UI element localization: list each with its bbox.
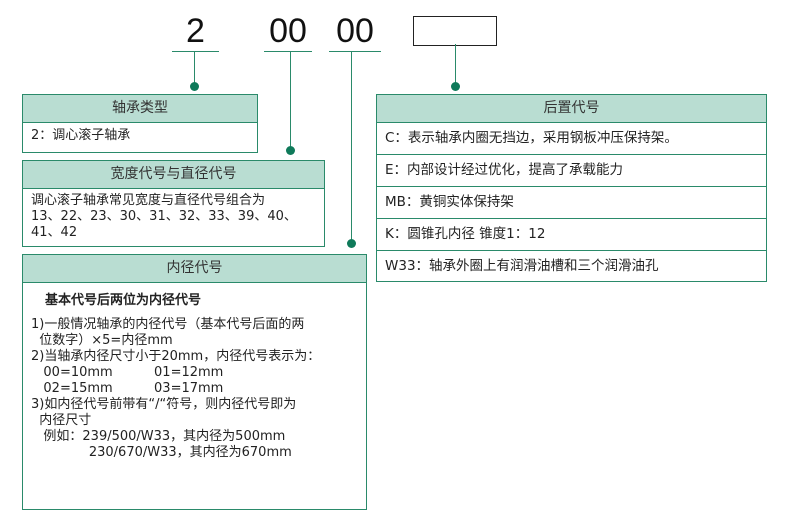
connector-dot bbox=[451, 82, 460, 91]
underline bbox=[329, 51, 381, 52]
width-diameter-box: 宽度代号与直径代号 调心滚子轴承常见宽度与直径代号组合为 13、22、23、30… bbox=[22, 160, 325, 247]
connector-line bbox=[290, 51, 291, 150]
suffix-placeholder-box bbox=[413, 16, 497, 46]
box-text: 2：调心滚子轴承 bbox=[31, 128, 131, 143]
suffix-row: MB：黄铜实体保持架 bbox=[377, 186, 766, 218]
box-subtitle: 基本代号后两位为内径代号 bbox=[45, 293, 202, 308]
connector-dot bbox=[190, 82, 199, 91]
box-line: 00=10mm 01=12mm bbox=[31, 365, 224, 380]
underline bbox=[264, 51, 312, 52]
suffix-code-box: 后置代号 C：表示轴承内圈无挡边，采用钢板冲压保持架。 E：内部设计经过优化，提… bbox=[376, 94, 767, 282]
bore-code-box: 内径代号 基本代号后两位为内径代号 1)一般情况轴承的内径代号（基本代号后面的两… bbox=[22, 254, 367, 510]
box-title: 宽度代号与直径代号 bbox=[23, 161, 324, 189]
type-code: 2 bbox=[186, 12, 205, 50]
box-line: 41、42 bbox=[31, 225, 78, 240]
connector-line bbox=[351, 51, 352, 243]
box-title: 后置代号 bbox=[377, 95, 766, 123]
box-title: 轴承类型 bbox=[23, 95, 257, 123]
connector-line bbox=[194, 51, 195, 86]
box-line: 1)一般情况轴承的内径代号（基本代号后面的两 bbox=[31, 317, 305, 332]
bore-code: 00 bbox=[336, 12, 374, 50]
box-line: 内径尺寸 bbox=[31, 413, 92, 428]
connector-line bbox=[455, 44, 456, 86]
connector-dot bbox=[347, 239, 356, 248]
box-line: 2)当轴承内径尺寸小于20mm，内径代号表示为： bbox=[31, 349, 321, 364]
box-line: 02=15mm 03=17mm bbox=[31, 381, 224, 396]
box-line: 调心滚子轴承常见宽度与直径代号组合为 bbox=[31, 193, 266, 208]
suffix-row: E：内部设计经过优化，提高了承载能力 bbox=[377, 154, 766, 186]
box-line: 13、22、23、30、31、32、33、39、40、 bbox=[31, 209, 297, 224]
suffix-row: C：表示轴承内圈无挡边，采用钢板冲压保持架。 bbox=[385, 130, 678, 146]
box-line: 230/670/W33，其内径为670mm bbox=[31, 445, 292, 460]
bearing-type-box: 轴承类型 2：调心滚子轴承 bbox=[22, 94, 258, 153]
box-line: 位数字）×5=内径mm bbox=[31, 333, 173, 348]
width-diameter-code: 00 bbox=[269, 12, 307, 50]
connector-dot bbox=[286, 146, 295, 155]
box-line: 3)如内径代号前带有“/“符号，则内径代号即为 bbox=[31, 397, 297, 412]
suffix-row: K：圆锥孔内径 锥度1：12 bbox=[377, 218, 766, 250]
underline bbox=[172, 51, 219, 52]
box-line: 例如：239/500/W33，其内径为500mm bbox=[31, 429, 286, 444]
box-title: 内径代号 bbox=[23, 255, 366, 283]
suffix-row: W33：轴承外圈上有润滑油槽和三个润滑油孔 bbox=[377, 250, 766, 282]
